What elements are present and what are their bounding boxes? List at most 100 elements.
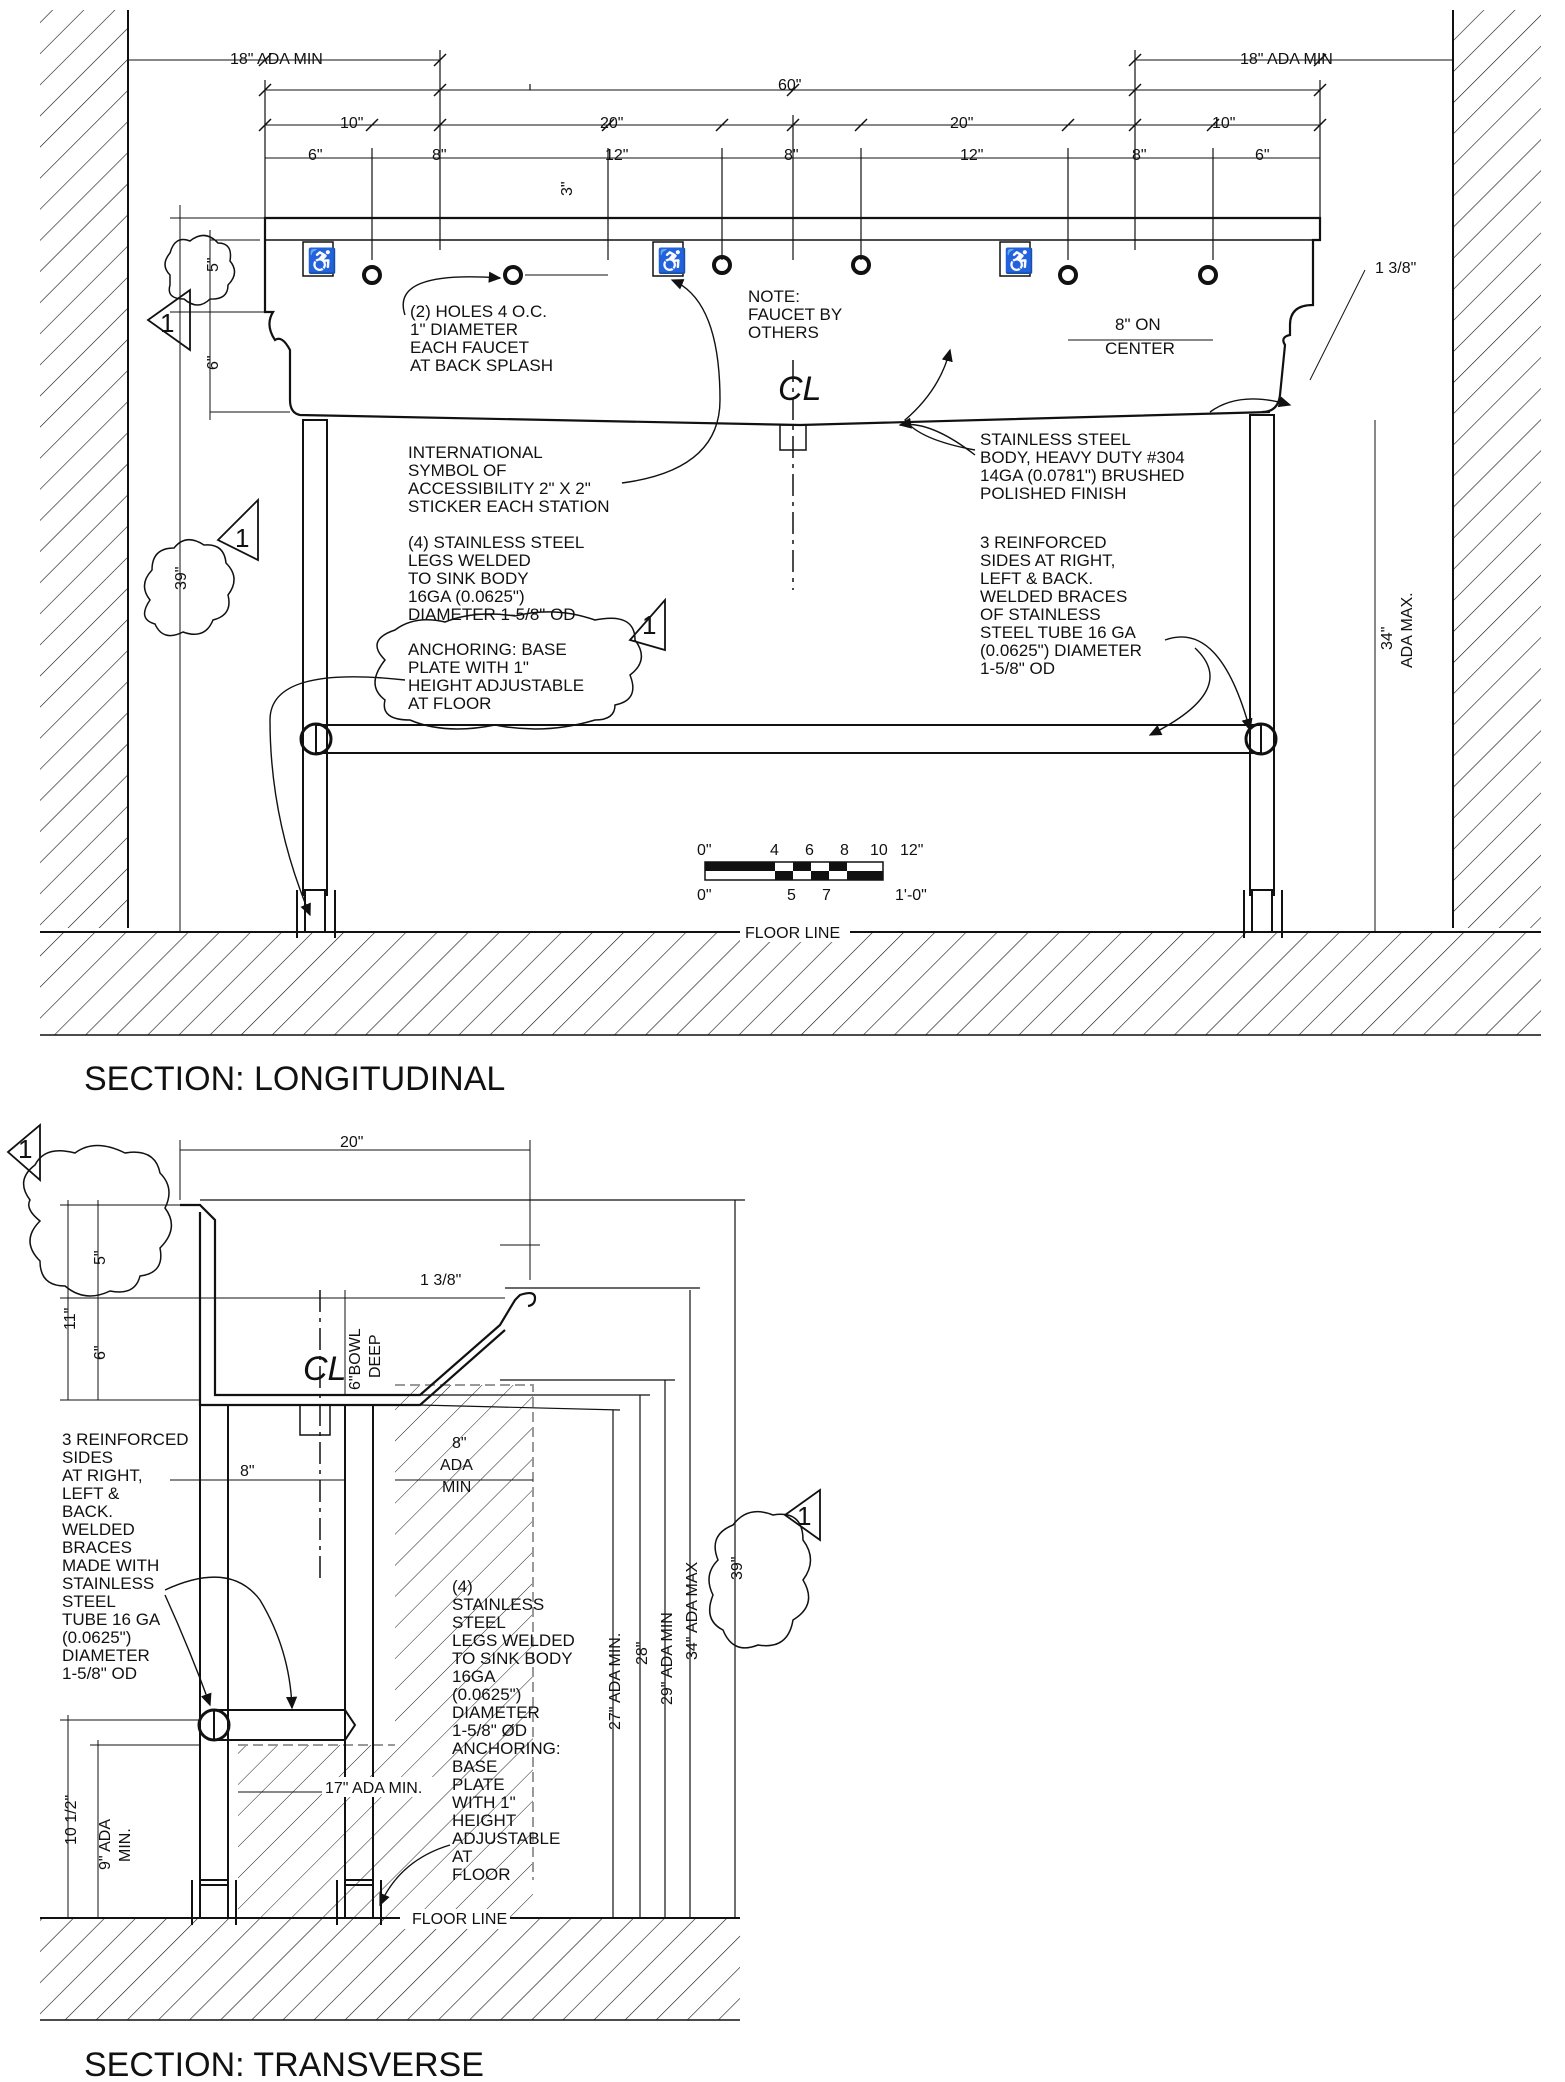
svg-text:♿: ♿ [307,247,337,275]
section-title-longitudinal: SECTION: LONGITUDINAL [84,1060,505,1098]
dim-39: 39" [173,567,190,590]
dim-6: 6" [205,355,222,370]
faucet-hole [362,265,382,285]
accessibility-icon: ♿ [652,241,687,277]
faucet-hole [851,255,871,275]
leg-front [199,1404,229,1886]
scale-label: 12" [900,842,923,859]
dim-6-t: 6" [92,1345,109,1360]
revision-triangle: 1 [216,497,259,562]
scale-label: 4 [770,842,779,859]
dim-34-ada: 34" ADA MAX [684,1562,701,1661]
dim-width-20: 20" [340,1134,363,1151]
faucet-hole [1198,265,1218,285]
dim-17-ada: 17" ADA MIN. [325,1780,422,1797]
dim-3: 3" [559,181,576,196]
scale-label: 10 [870,842,888,859]
left-wall [40,10,128,928]
scale-bar: 0" 4 6 8 10 12" 0" 5 7 1'-0" [697,842,927,904]
dim-20-right: 20" [950,115,973,132]
leg-back [344,1404,374,1886]
brace [315,724,1262,754]
revision-triangle: 1 [146,288,191,352]
scale-label: 6 [805,842,814,859]
floor-slab [40,932,1541,1035]
dim-10-right: 10" [1212,115,1235,132]
brace-transverse [213,1709,357,1741]
floor-slab-transverse [40,1918,740,2020]
svg-text:1: 1 [18,1134,32,1164]
revision-triangle: 1 [783,1488,821,1542]
dim-total: 60" [778,77,801,94]
dim-5-t: 5" [92,1250,109,1265]
centerline-symbol-t: CL [303,1350,346,1388]
scale-label: 8 [840,842,849,859]
svg-text:1: 1 [642,610,656,640]
dim-10-left: 10" [340,115,363,132]
svg-text:♿: ♿ [1004,247,1034,275]
accessibility-icon: ♿ [302,241,337,277]
dim-11-t: 11" [62,1308,79,1330]
dim-ada-min-left: 18" ADA MIN [230,51,323,68]
faucet-hole [712,255,732,275]
dim-28: 28" [634,1642,651,1665]
dim-8-c: 8" [1132,147,1147,164]
faucet-hole [503,265,523,285]
svg-text:1: 1 [797,1501,811,1531]
dim-ada-min-right: 18" ADA MIN [1240,51,1333,68]
revision-triangle: 1 [6,1123,41,1182]
scale-label: 1'-0" [895,887,927,904]
dim-20-left: 20" [600,115,623,132]
dim-one-three-eighths: 1 3/8" [1375,260,1416,277]
sink-body [263,216,1322,427]
dim-39-t: 39" [729,1557,746,1580]
dim-27-ada: 27" ADA MIN. [607,1633,624,1730]
longitudinal-section: 18" ADA MIN 18" ADA MIN 60" 10" 20" 20" … [40,10,1541,1098]
svg-text:♿: ♿ [657,247,687,275]
dim-8-b: 8" [784,147,799,164]
dim-8-t: 8" [240,1463,255,1480]
scale-label: 0" [697,887,712,904]
dim-ada-max: 34"ADA MAX. [1379,592,1416,668]
dim-6-left: 6" [308,147,323,164]
leg-left [302,419,328,896]
dim-12-a: 12" [605,147,628,164]
dim-12-b: 12" [960,147,983,164]
svg-text:1: 1 [160,308,174,338]
dim-8-a: 8" [432,147,447,164]
svg-text:1: 1 [235,523,249,553]
dim-10-half: 10 1/2" [63,1795,80,1845]
scale-label: 5 [787,887,796,904]
scale-label: 7 [822,887,831,904]
right-wall [1453,10,1541,928]
scale-label: 0" [697,842,712,859]
floor-line-label: FLOOR LINE [745,925,840,942]
centerline-symbol: CL [778,370,821,408]
dim-one-three-eighths-t: 1 3/8" [420,1272,461,1289]
dim-29-ada: 29" ADA MIN [659,1612,676,1705]
faucet-hole [1058,265,1078,285]
section-title-transverse: SECTION: TRANSVERSE [84,2046,484,2082]
dim-5: 5" [205,257,222,272]
accessibility-icon: ♿ [999,241,1034,277]
leg-right [1249,414,1275,896]
dim-6-right: 6" [1255,147,1270,164]
sink-profile [180,1203,537,1397]
revision-triangle: 1 [628,597,666,652]
floor-line-label-t: FLOOR LINE [412,1911,507,1928]
